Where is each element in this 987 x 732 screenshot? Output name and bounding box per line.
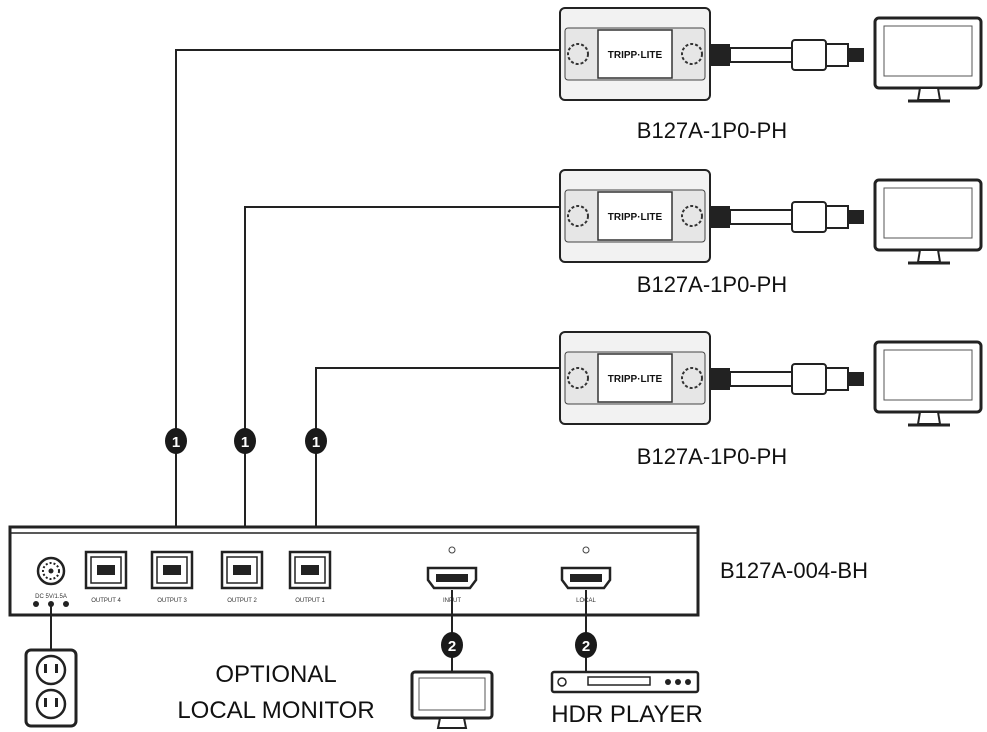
svg-text:1: 1 bbox=[172, 434, 180, 451]
receiver-2: TRIPP·LITE B127A-1P0-PH bbox=[559, 169, 983, 297]
hdmi-input-port bbox=[426, 546, 478, 590]
local-monitor-label-line1: OPTIONAL bbox=[215, 661, 336, 688]
power-label: DC 5V/1.5A bbox=[35, 594, 67, 600]
local-monitor-label-line2: LOCAL MONITOR bbox=[177, 697, 374, 724]
cable-output-3 bbox=[175, 49, 560, 552]
rj45-port-output-2 bbox=[220, 550, 264, 590]
cable-output-1 bbox=[315, 367, 560, 552]
port-label-output-2: OUTPUT 2 bbox=[227, 598, 257, 604]
power-cable bbox=[33, 601, 69, 652]
svg-text:1: 1 bbox=[312, 434, 320, 451]
callout-hdmi-local: 2 bbox=[575, 632, 597, 658]
rj45-port-output-3 bbox=[150, 550, 194, 590]
receiver-brand-2: TRIPP·LITE bbox=[608, 212, 663, 223]
callout-cat-1: 1 bbox=[165, 428, 187, 454]
monitor-icon bbox=[873, 178, 983, 265]
hdmi-cables bbox=[451, 590, 587, 672]
receiver-model-3: B127A-1P0-PH bbox=[637, 444, 787, 469]
receiver-model-2: B127A-1P0-PH bbox=[637, 272, 787, 297]
callout-hdmi-input: 2 bbox=[441, 632, 463, 658]
power-jack-icon bbox=[36, 556, 66, 586]
receiver-brand-1: TRIPP·LITE bbox=[608, 50, 663, 61]
rj45-port-output-1 bbox=[288, 550, 332, 590]
rj45-port-output-4 bbox=[84, 550, 128, 590]
svg-text:2: 2 bbox=[448, 638, 456, 655]
receiver-model-1: B127A-1P0-PH bbox=[637, 118, 787, 143]
local-monitor-icon bbox=[410, 670, 494, 729]
receiver-1: TRIPP·LITE B127A-1P0-PH bbox=[559, 7, 983, 143]
hdr-player-label: HDR PLAYER bbox=[551, 701, 703, 728]
svg-text:1: 1 bbox=[241, 434, 249, 451]
callout-cat-3: 1 bbox=[305, 428, 327, 454]
monitor-icon bbox=[873, 16, 983, 103]
cat-cables bbox=[175, 49, 560, 552]
splitter-unit: DC 5V/1.5A OUTPUT 4 OUTPUT 3 OUTPUT 2 OU… bbox=[8, 525, 700, 617]
svg-text:2: 2 bbox=[582, 638, 590, 655]
receiver-brand-3: TRIPP·LITE bbox=[608, 374, 663, 385]
monitor-icon bbox=[873, 340, 983, 427]
callout-cat-2: 1 bbox=[234, 428, 256, 454]
port-label-output-1: OUTPUT 1 bbox=[295, 598, 325, 604]
splitter-model: B127A-004-BH bbox=[720, 558, 868, 583]
hdmi-local-port bbox=[560, 546, 612, 590]
cable-output-2 bbox=[244, 206, 560, 552]
receiver-3: TRIPP·LITE B127A-1P0-PH bbox=[559, 331, 983, 469]
port-label-output-4: OUTPUT 4 bbox=[91, 598, 121, 604]
port-label-output-3: OUTPUT 3 bbox=[157, 598, 187, 604]
wall-outlet-icon bbox=[24, 648, 78, 728]
hdr-player-icon bbox=[550, 670, 700, 694]
